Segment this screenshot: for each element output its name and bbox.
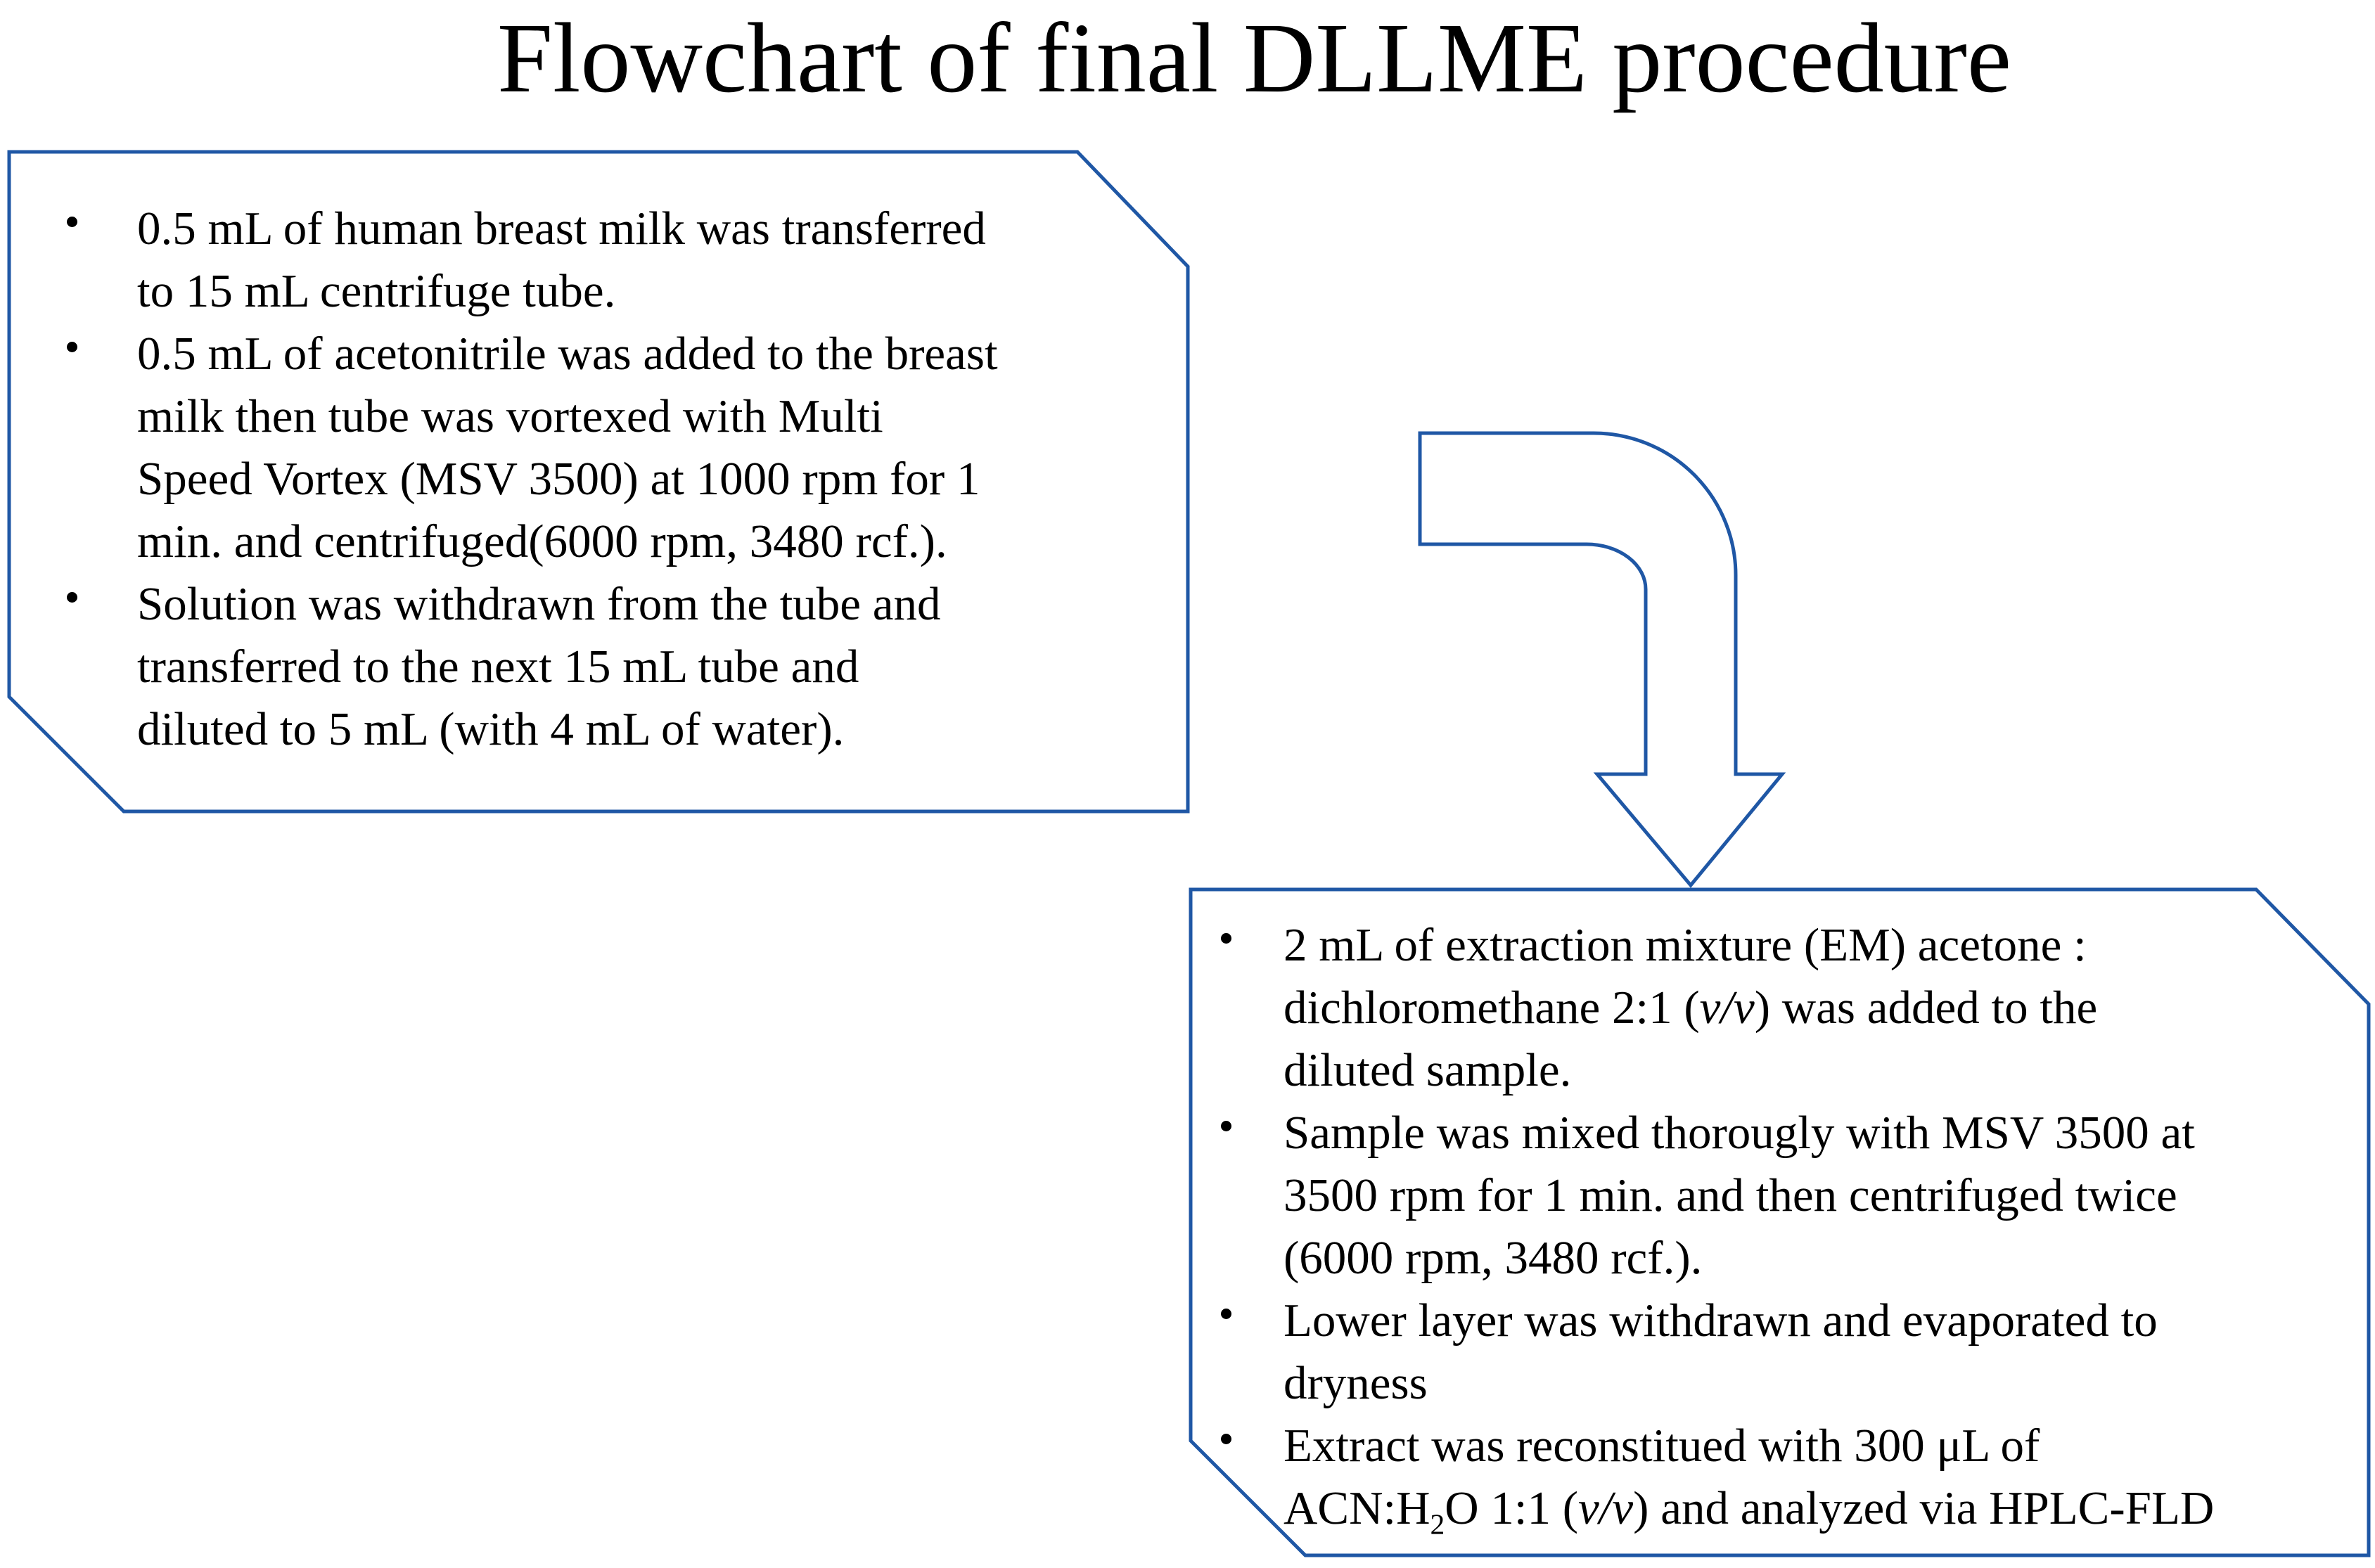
bullet-icon [1221, 1121, 1231, 1131]
flow-box-sample-prep: 0.5 mL of human breast milk was transfer… [7, 150, 1190, 814]
flow-box-extraction-outline [1189, 887, 2371, 1557]
list-item-text: 0.5 mL of acetonitrile was added to the … [137, 328, 998, 567]
list-item: 2 mL of extraction mixture (EM) acetone … [1221, 914, 2214, 1102]
list-item-text: 2 mL of extraction mixture (EM) acetone … [1283, 919, 2098, 1096]
list-item: 0.5 mL of acetonitrile was added to the … [67, 323, 998, 573]
bullet-icon [67, 592, 77, 603]
bullet-icon [1221, 933, 1231, 944]
list-item: Solution was withdrawn from the tube and… [67, 573, 998, 761]
list-item-text: Lower layer was withdrawn and evaporated… [1283, 1294, 2158, 1409]
bullet-icon [1221, 1309, 1231, 1319]
list-item-text: 0.5 mL of human breast milk was transfer… [137, 203, 986, 317]
list-item: 0.5 mL of human breast milk was transfer… [67, 198, 998, 323]
flow-box-extraction-content: 2 mL of extraction mixture (EM) acetone … [1221, 914, 2215, 1541]
bullet-icon [67, 217, 77, 227]
flow-box-sample-prep-content: 0.5 mL of human breast milk was transfer… [67, 198, 998, 761]
curved-down-arrow-icon [1418, 431, 1786, 888]
list-item: Lower layer was withdrawn and evaporated… [1221, 1290, 2214, 1415]
list-item: Sample was mixed thorougly with MSV 3500… [1221, 1102, 2214, 1290]
flow-box-extraction: 2 mL of extraction mixture (EM) acetone … [1189, 887, 2371, 1557]
bullet-icon [1221, 1434, 1231, 1444]
list-item-text: Solution was withdrawn from the tube and… [137, 578, 941, 755]
flow-box-sample-prep-outline [7, 150, 1190, 814]
list-item-text: Sample was mixed thorougly with MSV 3500… [1283, 1107, 2195, 1284]
page-title: Flowchart of final DLLME procedure [497, 2, 2011, 113]
bullet-icon [67, 342, 77, 352]
